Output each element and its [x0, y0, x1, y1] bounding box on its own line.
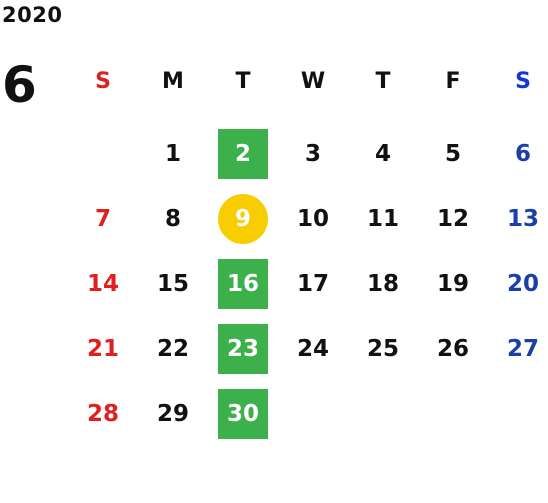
day-cell[interactable]: 8 [138, 186, 208, 251]
day-cell-empty [278, 381, 348, 446]
day-number: 6 [514, 140, 531, 167]
day-cell-highlighted[interactable]: 23 [208, 316, 278, 381]
day-number: 17 [296, 270, 329, 297]
weekday-saturday: S [515, 68, 531, 94]
day-cell[interactable]: 19 [418, 251, 488, 316]
day-number: 14 [86, 270, 119, 297]
day-cell[interactable]: 13 [488, 186, 548, 251]
day-number: 24 [296, 335, 329, 362]
day-cell [68, 121, 138, 186]
day-number: 13 [506, 205, 539, 232]
day-cell[interactable]: 25 [348, 316, 418, 381]
day-number: 30 [218, 388, 268, 439]
day-cell-empty [488, 381, 548, 446]
day-cell[interactable]: 27 [488, 316, 548, 381]
day-cell-empty [418, 381, 488, 446]
day-number: 18 [366, 270, 399, 297]
day-cell[interactable]: 4 [348, 121, 418, 186]
day-cell[interactable]: 6 [488, 121, 548, 186]
day-cell[interactable]: 29 [138, 381, 208, 446]
day-cell[interactable]: 10 [278, 186, 348, 251]
day-number: 3 [304, 140, 321, 167]
day-cell[interactable]: 20 [488, 251, 548, 316]
day-cell[interactable]: 12 [418, 186, 488, 251]
day-number: 16 [218, 258, 268, 309]
day-number: 5 [444, 140, 461, 167]
day-number: 15 [156, 270, 189, 297]
day-cell[interactable]: 14 [68, 251, 138, 316]
day-number: 1 [164, 140, 181, 167]
day-number: 29 [156, 400, 189, 427]
day-number: 23 [218, 323, 268, 374]
day-number: 28 [86, 400, 119, 427]
day-cell[interactable]: 26 [418, 316, 488, 381]
day-cell[interactable]: 17 [278, 251, 348, 316]
day-cell[interactable]: 24 [278, 316, 348, 381]
day-cell[interactable]: 1 [138, 121, 208, 186]
calendar-grid: S M T W T F S 1 2 3 4 5 6 7 8 9 10 11 12… [68, 56, 548, 446]
day-number: 11 [366, 205, 399, 232]
day-number: 2 [218, 128, 268, 179]
day-number: 21 [86, 335, 119, 362]
day-number: 4 [374, 140, 391, 167]
day-number: 9 [218, 193, 268, 244]
day-number: 22 [156, 335, 189, 362]
day-number: 25 [366, 335, 399, 362]
day-cell-highlighted[interactable]: 30 [208, 381, 278, 446]
day-cell-today[interactable]: 9 [208, 186, 278, 251]
day-number: 7 [94, 205, 111, 232]
day-cell[interactable]: 3 [278, 121, 348, 186]
day-number: 27 [506, 335, 539, 362]
day-cell-empty [348, 381, 418, 446]
weekday-tuesday: T [235, 68, 251, 94]
day-number: 10 [296, 205, 329, 232]
day-cell[interactable]: 28 [68, 381, 138, 446]
day-cell[interactable]: 15 [138, 251, 208, 316]
day-number: 19 [436, 270, 469, 297]
day-number: 12 [436, 205, 469, 232]
day-cell[interactable]: 7 [68, 186, 138, 251]
calendar-year: 2020 [2, 3, 63, 27]
day-cell-highlighted[interactable]: 2 [208, 121, 278, 186]
day-cell[interactable]: 18 [348, 251, 418, 316]
calendar-month: 6 [2, 56, 37, 114]
weekday-friday: F [445, 68, 461, 94]
day-number: 26 [436, 335, 469, 362]
day-cell[interactable]: 5 [418, 121, 488, 186]
day-cell[interactable]: 21 [68, 316, 138, 381]
day-cell-highlighted[interactable]: 16 [208, 251, 278, 316]
weekday-thursday: T [375, 68, 391, 94]
day-number: 8 [164, 205, 181, 232]
weekday-sunday: S [95, 68, 111, 94]
day-number: 20 [506, 270, 539, 297]
day-cell[interactable]: 11 [348, 186, 418, 251]
weekday-wednesday: W [300, 68, 326, 94]
weekday-monday: M [162, 68, 184, 94]
day-cell[interactable]: 22 [138, 316, 208, 381]
